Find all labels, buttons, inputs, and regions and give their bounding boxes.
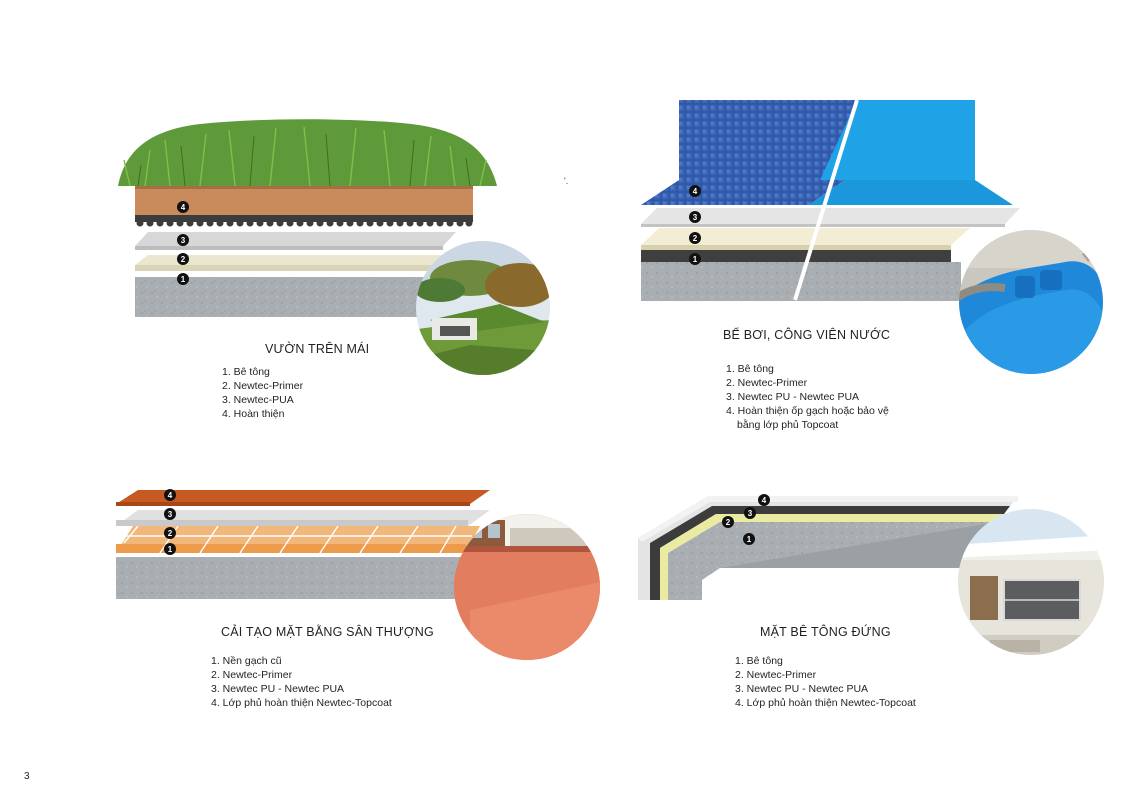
layer-list: 1. Nền gạch cũ 2. Newtec-Primer 3. Newte… [211, 654, 392, 710]
layer-topcoat-wall [820, 100, 975, 180]
layer-topcoat-floor [809, 180, 1013, 205]
badge-1 [689, 253, 701, 265]
panel-terrace: 4 3 2 1 CẢI TẠO MẶT BẰNG SÂN THƯỢNG 1. N… [0, 450, 620, 750]
badge-3 [164, 508, 176, 520]
badge-4 [758, 494, 770, 506]
list-item: 2. Newtec-Primer [222, 380, 304, 392]
list-item: 4. Hoàn thiện ốp gạch hoặc bảo vệ bằng lớ… [726, 404, 889, 432]
badge-2 [689, 232, 701, 244]
list-item: 2. Newtec-Primer [211, 669, 293, 681]
layer-topcoat [116, 490, 490, 504]
badge-4-text: 4 [181, 203, 186, 212]
badge-1-text: 1 [747, 535, 752, 544]
badge-3 [744, 507, 756, 519]
layer-concrete [116, 557, 466, 599]
swimming-pool-icon [959, 230, 1103, 374]
roof-garden-diagram: 4 3 2 1 [118, 119, 550, 375]
badge-4 [689, 185, 701, 197]
badge-2 [722, 516, 734, 528]
layer-primer [641, 228, 970, 245]
list-item: 2. Newtec-Primer [726, 377, 808, 389]
list-item: 1. Bê tông [735, 655, 783, 667]
green-roof-house-icon [416, 241, 550, 375]
badge-4 [164, 489, 176, 501]
panel-roof-garden: 4 3 2 1 VƯỜN TRÊN MÁI 1. Bê tông 2. Newt… [0, 0, 565, 430]
list-item-text: 4. Hoàn thiện ốp gạch hoặc bảo vệ [726, 405, 889, 417]
layer-pua [135, 232, 456, 246]
panel-pool: 4 3 2 1 BỂ BƠI, CÔNG VIÊN NƯỚC 1. Bê tôn… [565, 0, 1131, 450]
list-item: 4. Lớp phủ hoàn thiện Newtec-Topcoat [735, 697, 916, 709]
list-item: 3. Newtec-PUA [222, 394, 294, 406]
badge-3-text: 3 [693, 213, 698, 222]
layer-soil [135, 186, 473, 215]
list-item: 3. Newtec PU - Newtec PUA [726, 391, 860, 403]
badge-2-text: 2 [726, 518, 731, 527]
badge-4-text: 4 [762, 496, 767, 505]
badge-3 [177, 234, 189, 246]
terrace-diagram: 4 3 2 1 [116, 489, 600, 660]
badge-1-text: 1 [693, 255, 698, 264]
list-item: 4. Lớp phủ hoàn thiện Newtec-Topcoat [211, 697, 392, 709]
list-item: 3. Newtec PU - Newtec PUA [211, 683, 345, 695]
stray-mark: '. [564, 176, 569, 186]
layer-primer [135, 255, 455, 265]
badge-4 [177, 201, 189, 213]
list-item: 1. Bê tông [726, 363, 774, 375]
layer-list: 1. Bê tông 2. Newtec-Primer 3. Newtec PU… [735, 654, 916, 710]
layer-pua [641, 208, 1020, 224]
badge-2-text: 2 [693, 234, 698, 243]
list-item: 3. Newtec PU - Newtec PUA [735, 683, 869, 695]
list-item: 2. Newtec-Primer [735, 669, 817, 681]
layer-list: 1. Bê tông 2. Newtec-Primer 3. Newtec-PU… [222, 365, 303, 421]
badge-3 [689, 211, 701, 223]
badge-2 [177, 253, 189, 265]
badge-3-text: 3 [748, 509, 753, 518]
panel-title: MẶT BÊ TÔNG ĐỨNG [760, 625, 891, 639]
badge-1-text: 1 [181, 275, 186, 284]
page-number: 3 [24, 771, 30, 782]
list-item-continuation: bằng lớp phủ Topcoat [737, 419, 839, 431]
vertical-concrete-diagram: 4 3 2 1 [638, 494, 1104, 655]
badge-3-text: 3 [168, 510, 173, 519]
panel-vertical: 4 3 2 1 MẶT BÊ TÔNG ĐỨNG 1. Bê tông 2. N… [620, 450, 1131, 750]
panel-title: CẢI TẠO MẶT BẰNG SÂN THƯỢNG [221, 625, 434, 639]
panel-title: VƯỜN TRÊN MÁI [265, 342, 370, 356]
badge-1-text: 1 [168, 545, 173, 554]
layer-grass [118, 119, 497, 186]
list-item: 1. Nền gạch cũ [211, 655, 282, 667]
layer-drain-membrane [135, 214, 473, 222]
badge-2-text: 2 [181, 255, 186, 264]
list-item: 4. Hoàn thiện [222, 408, 285, 420]
list-item: 1. Bê tông [222, 366, 270, 378]
badge-4-text: 4 [168, 491, 173, 500]
pool-diagram: 4 3 2 1 [641, 99, 1103, 374]
layer-list: 1. Bê tông 2. Newtec-Primer 3. Newtec PU… [726, 362, 889, 432]
badge-1 [743, 533, 755, 545]
panel-title: BỂ BƠI, CÔNG VIÊN NƯỚC [723, 328, 891, 342]
badge-1 [177, 273, 189, 285]
badge-4-text: 4 [693, 187, 698, 196]
badge-3-text: 3 [181, 236, 186, 245]
badge-1 [164, 543, 176, 555]
badge-2 [164, 527, 176, 539]
badge-2-text: 2 [168, 529, 173, 538]
